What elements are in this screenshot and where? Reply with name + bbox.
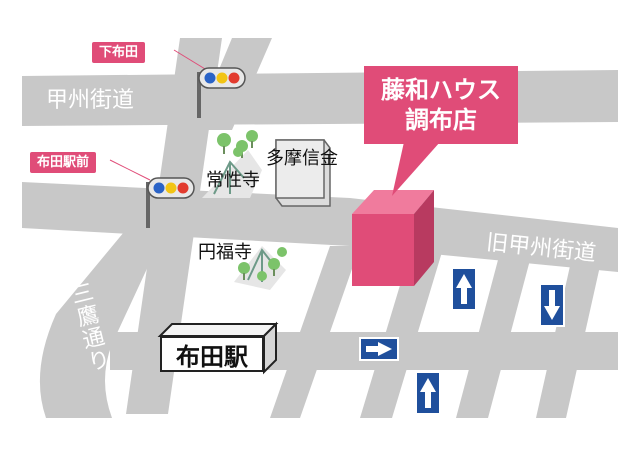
signal-tag-shimofuda: 下布田: [92, 42, 146, 63]
road-south-4: [536, 266, 600, 418]
destination-building: [352, 190, 434, 286]
traffic-signal-icon: [109, 159, 195, 228]
landmark-joshoji: 常性寺: [206, 170, 260, 191]
signal-tag-fudaekimae: 布田駅前: [30, 152, 97, 173]
road-south-1: [270, 246, 360, 418]
road-south-2: [360, 252, 442, 418]
arrow-right-icon: [359, 337, 399, 361]
station-block-side: [263, 321, 277, 375]
joshoji-grounds: [202, 130, 262, 198]
tree-icon: [217, 130, 258, 158]
traffic-signal-icon: [173, 49, 246, 118]
landmark-enpukuji: 円福寺: [198, 242, 252, 263]
building-icon: [275, 139, 331, 207]
destination-callout: 藤和ハウス 調布店: [364, 66, 518, 144]
enpukuji-grounds: [234, 246, 287, 290]
destination-name-line2: 調布店: [405, 106, 477, 134]
road-diagonal-west: [126, 38, 222, 414]
station-label: 布田駅: [160, 336, 264, 372]
landmark-tama-shinkin: 多摩信金: [266, 148, 338, 169]
tree-icon: [238, 247, 287, 281]
arrow-down-icon: [539, 283, 565, 327]
callout-pointer: [392, 142, 440, 196]
arrow-up-icon: [451, 267, 477, 311]
destination-name-line1: 藤和ハウス: [381, 76, 501, 104]
temple-icon: [213, 160, 245, 195]
road-south-3: [456, 260, 530, 418]
arrow-up-icon: [415, 371, 441, 415]
road-label-koshu-kaido: 甲州街道: [46, 88, 135, 113]
station-block-depth: [157, 323, 279, 337]
road-mitaka-dori: [39, 232, 164, 418]
